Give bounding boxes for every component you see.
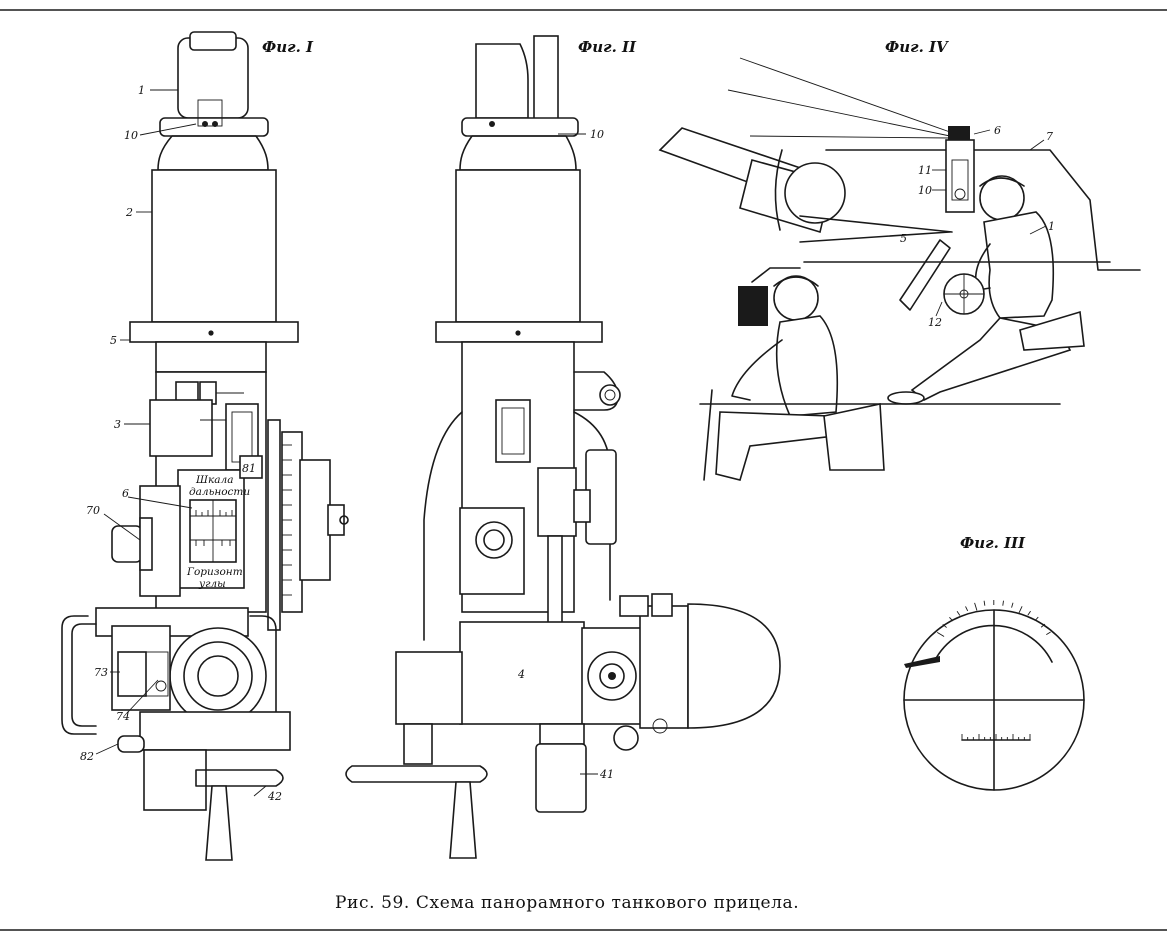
reticle-arc-tick <box>1011 602 1014 608</box>
fig2-callout-41: 41 <box>599 768 614 781</box>
fig1-callout-74: 74 <box>116 710 130 723</box>
reticle-arc-tick <box>936 632 945 637</box>
range-scale-label-line1: Шкала <box>195 474 233 486</box>
fig4-callout-11: 11 <box>918 164 932 177</box>
horizon-scale-label-line2: углы <box>198 578 226 590</box>
fig1-callout-2: 2 <box>125 206 133 219</box>
figure-2: Фиг. II <box>345 35 781 859</box>
reticle-arc-tick <box>949 617 954 622</box>
horizon-scale-label-line1: Горизонт <box>186 566 243 578</box>
fig1-callout-82: 82 <box>80 750 94 763</box>
figure-3-title: Фиг. III <box>960 534 1026 552</box>
figure-2-title: Фиг. II <box>578 38 637 56</box>
reticle-arc-tick <box>1027 610 1031 616</box>
driver-figure <box>703 275 885 481</box>
reticle-arc-tick <box>956 611 961 616</box>
fig2-callout-4: 4 <box>517 668 525 681</box>
reticle-arc-tick <box>1046 631 1051 636</box>
reticle-arc-tick <box>942 624 947 628</box>
fig1-callout-73: 73 <box>94 666 108 679</box>
reticle-arc-tick <box>965 606 969 612</box>
reticle-arc-ticks <box>936 599 1051 637</box>
fig1-callout-6: 6 <box>122 487 129 500</box>
fig4-callout-12: 12 <box>928 316 942 329</box>
fig1-callout-3: 3 <box>114 418 121 431</box>
reticle-arc-tick <box>1018 606 1023 614</box>
figure-3: Фиг. III <box>903 534 1085 791</box>
range-scale-label-line2: дальности <box>189 486 250 498</box>
fig4-callout-10: 10 <box>918 184 932 197</box>
fig1-callout-5: 5 <box>110 334 117 347</box>
reticle-arc-tick <box>1034 616 1039 622</box>
figure-1: Фиг. I <box>61 31 349 861</box>
figure-4: Фиг. IV <box>658 38 1141 481</box>
plate-caption: Рис. 59. Схема панорамного танкового при… <box>335 893 799 913</box>
fig4-callout-6: 6 <box>994 124 1001 137</box>
fig4-callout-1: 1 <box>1048 220 1055 233</box>
fig1-callout-81: 81 <box>242 462 256 475</box>
fig1-callout-70: 70 <box>86 504 100 517</box>
reticle-arc-tick <box>1002 600 1004 606</box>
reticle-arc-tick <box>1040 623 1046 628</box>
reticle-lower-ticks <box>961 734 1031 740</box>
fig1-callout-42: 42 <box>267 790 282 803</box>
figure-4-title: Фиг. IV <box>885 38 949 56</box>
figure-1-title: Фиг. I <box>262 38 314 56</box>
fig2-callout-10: 10 <box>590 128 604 141</box>
fig1-callout-10: 10 <box>124 129 138 142</box>
fig4-callout-5: 5 <box>900 232 907 245</box>
reticle-arc-tick <box>974 602 978 611</box>
reticle-arc-tick <box>983 600 986 606</box>
gunner-figure <box>887 175 1085 405</box>
fig4-callout-7: 7 <box>1046 130 1053 143</box>
fig1-callout-1: 1 <box>138 84 145 97</box>
